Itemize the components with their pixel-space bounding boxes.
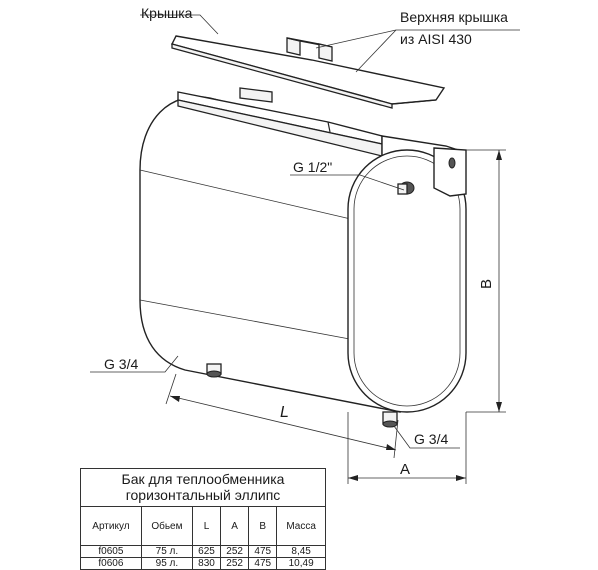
table-cell: 252 bbox=[220, 545, 250, 558]
table-header: Артикул bbox=[80, 506, 142, 546]
dimension-l bbox=[165, 373, 399, 459]
table-header: L bbox=[191, 506, 222, 546]
label-dim-a: A bbox=[400, 461, 410, 478]
table-cell: 75 л. bbox=[140, 545, 193, 558]
leader-lines bbox=[90, 14, 520, 449]
label-lid: Крышка bbox=[141, 5, 193, 21]
table-header: Обьем bbox=[140, 506, 193, 546]
table-header-row: Артикул Обьем L A B Масса bbox=[80, 506, 326, 546]
tank-end-cap bbox=[347, 147, 467, 413]
label-port-left: G 3/4 bbox=[104, 356, 138, 372]
lid-handle bbox=[286, 37, 333, 62]
dimension-b bbox=[466, 149, 506, 413]
table-cell: 8,45 bbox=[276, 545, 326, 558]
label-top-cover-line2: из AISI 430 bbox=[400, 31, 472, 47]
port-left-fitting bbox=[206, 363, 222, 378]
table-title-line2: горизонтальный эллипс bbox=[125, 487, 281, 503]
label-port-bottom: G 3/4 bbox=[414, 431, 448, 447]
spec-table: Бак для теплообменника горизонтальный эл… bbox=[80, 468, 326, 570]
port-top-fitting bbox=[397, 181, 415, 195]
table-cell: f0605 bbox=[80, 545, 142, 558]
table-header: Масса bbox=[276, 506, 326, 546]
lid-plate bbox=[170, 35, 446, 109]
table-row: f0605 75 л. 625 252 475 8,45 bbox=[80, 545, 326, 558]
label-dim-b: B bbox=[478, 279, 495, 289]
table-header: A bbox=[220, 506, 250, 546]
dimension-a bbox=[347, 412, 467, 484]
label-top-cover-line1: Верхняя крышка bbox=[400, 9, 508, 25]
tank-body bbox=[139, 96, 401, 413]
table-row: f0606 95 л. 830 252 475 10,49 bbox=[80, 557, 326, 570]
table-title: Бак для теплообменника горизонтальный эл… bbox=[80, 468, 326, 507]
table-cell: 625 bbox=[191, 545, 222, 558]
label-port-top: G 1/2" bbox=[293, 159, 332, 175]
table-title-line1: Бак для теплообменника bbox=[121, 471, 285, 487]
table-cell: 475 bbox=[248, 545, 278, 558]
label-dim-l: L bbox=[280, 404, 289, 421]
table-header: B bbox=[248, 506, 278, 546]
port-bottom-fitting bbox=[382, 411, 398, 428]
